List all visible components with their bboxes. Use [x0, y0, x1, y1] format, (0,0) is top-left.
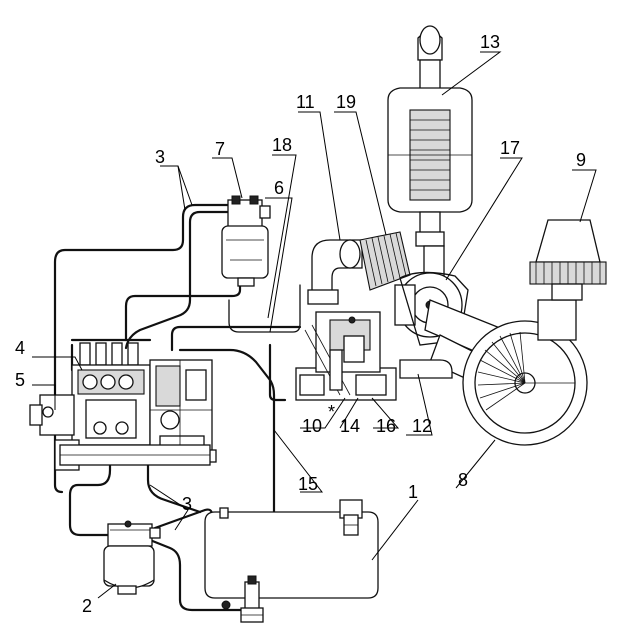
callout-14: 14	[340, 416, 360, 436]
callout-6: 6	[274, 178, 284, 198]
callout-4: 4	[15, 338, 25, 358]
callout-19: 19	[336, 92, 356, 112]
callout-8: 8	[458, 470, 468, 490]
callout-9: 9	[576, 150, 586, 170]
callout-7: 7	[215, 139, 225, 159]
air-system	[295, 25, 607, 446]
callout-15: 15	[298, 474, 318, 494]
injection-pump	[29, 338, 217, 471]
callout-12: 12	[412, 416, 432, 436]
callout-1: 1	[408, 482, 418, 502]
leader-lines	[32, 51, 597, 599]
fine-fuel-filter	[221, 195, 271, 287]
callout-labels: 1 2 3 3 4 5 6 7 8 9 10 11 12 13 14 15 16…	[15, 32, 586, 616]
callout-2: 2	[82, 596, 92, 616]
callout-17: 17	[500, 138, 520, 158]
callout-11: 11	[296, 92, 315, 112]
callout-18: 18	[272, 135, 292, 155]
asterisk-mark: *	[328, 402, 335, 422]
fuel-tank	[204, 499, 379, 623]
callout-3-lower: 3	[182, 494, 192, 514]
callout-3-upper: 3	[155, 147, 165, 167]
callout-16: 16	[376, 416, 396, 436]
callout-5: 5	[15, 370, 25, 390]
coarse-fuel-filter	[103, 520, 161, 595]
callout-10: 10	[302, 416, 322, 436]
fuel-lines	[53, 203, 302, 612]
callout-13: 13	[480, 32, 500, 52]
